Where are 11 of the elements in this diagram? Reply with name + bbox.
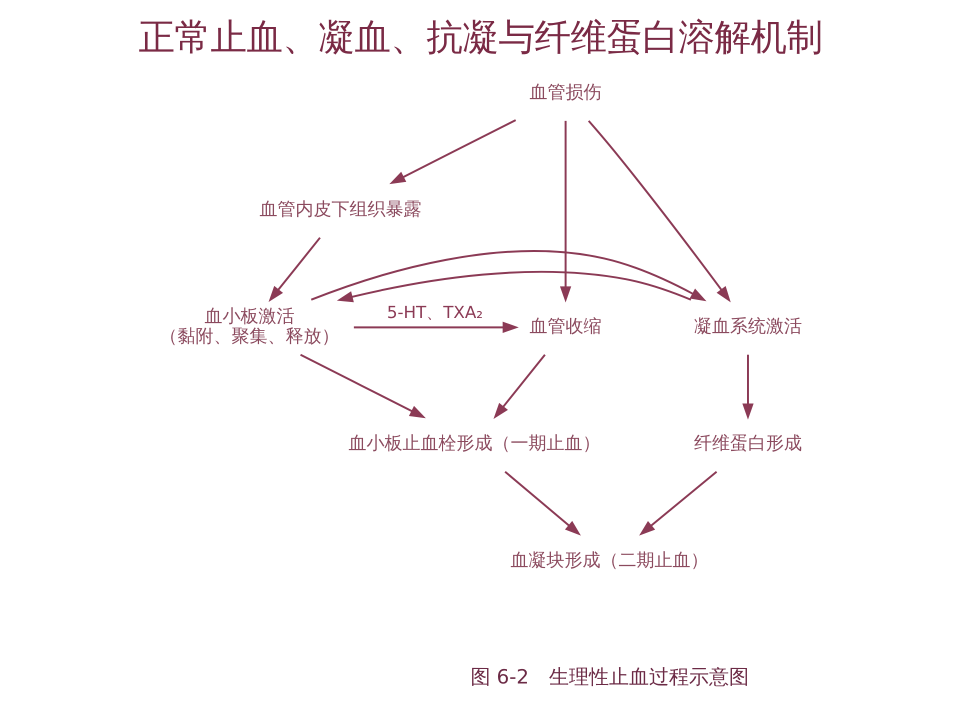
node-text: 血小板止血栓形成（一期止血） bbox=[348, 433, 600, 454]
node-text: 血凝块形成（二期止血） bbox=[510, 550, 708, 572]
node-text: 血管内皮下组织暴露 bbox=[259, 199, 422, 220]
node-text: 血管收缩 bbox=[529, 316, 602, 338]
edge-label: 5-HT、TXA₂ bbox=[386, 302, 482, 322]
node-text: 血小板激活 （黏附、聚集、释放） bbox=[159, 306, 339, 347]
caption: 图 6-2 生理性止血过程示意图 bbox=[470, 666, 748, 689]
node-text: 凝血系统激活 bbox=[693, 316, 802, 338]
node-text: 纤维蛋白形成 bbox=[693, 433, 802, 454]
node-text: 血管损伤 bbox=[529, 82, 602, 103]
diagram-title: 正常止血、凝血、抗凝与纤维蛋白溶解机制 bbox=[138, 16, 822, 59]
